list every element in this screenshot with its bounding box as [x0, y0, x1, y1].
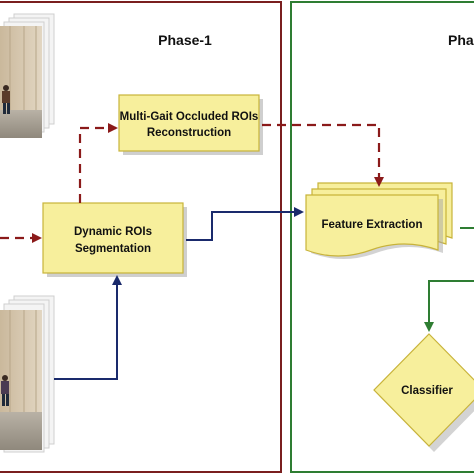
phase1-title: Phase-1 [158, 32, 212, 48]
phase2-container [290, 1, 474, 473]
phase2-title: Phas [448, 32, 474, 48]
phase1-container [0, 1, 282, 473]
feature-extraction-box: Feature Extraction [305, 182, 453, 259]
feature-extraction-label: Feature Extraction [322, 219, 423, 231]
segmentation-box: Dynamic ROIs Segmentation [42, 202, 187, 277]
classifier-label: Classifier [401, 385, 453, 397]
arrow-image-to-segmentation [54, 275, 122, 380]
arrow-segmentation-to-feature [186, 207, 304, 241]
top-photo-stack-icon [0, 13, 55, 138]
segmentation-label-line1: Dynamic ROIs [74, 226, 152, 238]
dashed-arrow-reconstruction-to-feature [262, 123, 384, 187]
person-figure-icon [2, 85, 10, 114]
classifier-diamond: Classifier [373, 333, 474, 452]
arrow-feature-to-classifier [424, 280, 474, 332]
bottom-photo-stack-icon [0, 295, 55, 453]
dashed-arrow-segmentation-to-reconstruction [78, 123, 118, 203]
reconstruction-label-line1: Multi-Gait Occluded ROIs [120, 111, 259, 123]
segmentation-label-line2: Segmentation [75, 243, 151, 255]
reconstruction-label-line2: Reconstruction [147, 127, 231, 139]
reconstruction-box: Multi-Gait Occluded ROIs Reconstruction [118, 94, 263, 155]
person-figure-icon [1, 375, 9, 406]
